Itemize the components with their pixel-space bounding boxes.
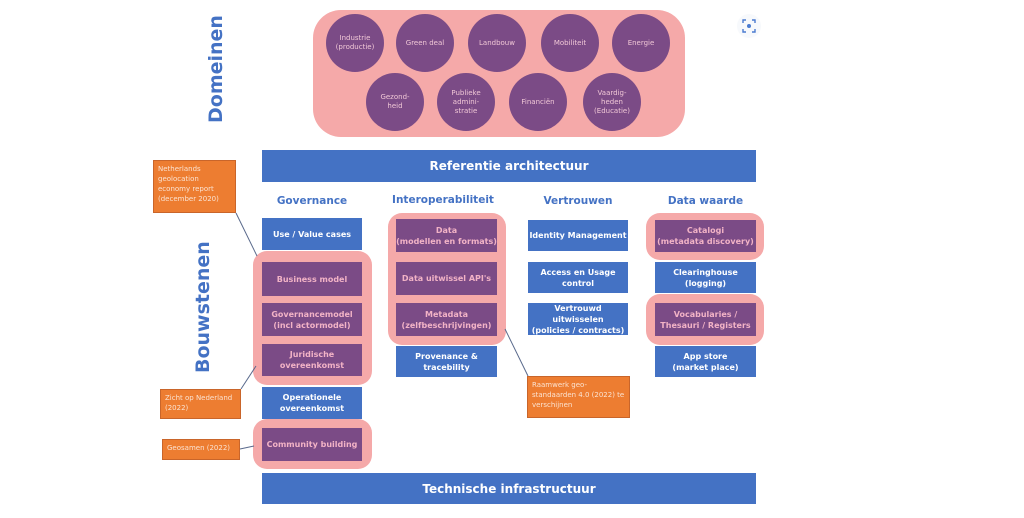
- block-community-building: Community building: [262, 428, 362, 461]
- domain-publieke-administratie: Publieke admini- stratie: [437, 73, 495, 131]
- note-geosamen: Geosamen (2022): [162, 439, 240, 460]
- domain-landbouw: Landbouw: [468, 14, 526, 72]
- column-title-governance: Governance: [276, 195, 348, 207]
- block-identity-management: Identity Management: [528, 220, 628, 251]
- block-data-exchange-apis: Data uitwissel API's: [396, 262, 497, 295]
- block-governancemodel: Governancemodel (incl actormodel): [262, 303, 362, 336]
- block-trusted-exchange: Vertrouwd uitwisselen (policies / contra…: [528, 303, 628, 335]
- technical-infrastructure-bar: Technische infrastructuur: [262, 473, 756, 504]
- note-raamwerk: Raamwerk geo- standaarden 4.0 (2022) te …: [527, 376, 630, 418]
- block-app-store: App store (market place): [655, 346, 756, 377]
- domain-mobiliteit: Mobiliteit: [541, 14, 599, 72]
- reference-architecture-bar: Referentie architectuur: [262, 150, 756, 182]
- block-operationele-overeenkomst: Operationele overeenkomst: [262, 387, 362, 419]
- block-catalogi: Catalogi (metadata discovery): [655, 220, 756, 252]
- block-access-usage-control: Access en Usage control: [528, 262, 628, 293]
- column-title-data-value: Data waarde: [667, 195, 744, 207]
- domain-financien: Financiën: [509, 73, 567, 131]
- domains-label: Domeinen: [205, 15, 227, 123]
- domain-energie: Energie: [612, 14, 670, 72]
- column-title-interoperability: Interoperabiliteit: [392, 194, 494, 206]
- block-clearinghouse: Clearinghouse (logging): [655, 262, 756, 293]
- block-business-model: Business model: [262, 262, 362, 296]
- column-title-trust: Vertrouwen: [543, 195, 613, 207]
- block-data-models-formats: Data (modellen en formats): [396, 219, 497, 252]
- domain-green-deal: Green deal: [396, 14, 454, 72]
- connector-netherlands-report: [235, 212, 258, 257]
- domain-vaardigheden: Vaardig- heden (Educatie): [583, 73, 641, 131]
- visual-search-icon: [742, 19, 756, 33]
- block-juridische-overeenkomst: Juridische overeenkomst: [262, 344, 362, 376]
- connector-geosamen: [239, 445, 255, 450]
- block-vocabularies: Vocabularies / Thesauri / Registers: [655, 303, 756, 336]
- block-metadata: Metadata (zelfbeschrijvingen): [396, 303, 497, 336]
- domain-industrie: Industrie (productie): [326, 14, 384, 72]
- domain-gezondheid: Gezond- heid: [366, 73, 424, 131]
- block-use-value-cases: Use / Value cases: [262, 218, 362, 250]
- building-blocks-label: Bouwstenen: [192, 241, 214, 373]
- connector-raamwerk: [504, 328, 529, 377]
- note-netherlands-report: Netherlands geolocation economy report (…: [153, 160, 236, 213]
- block-provenance-tracebility: Provenance & tracebility: [396, 346, 497, 377]
- note-zicht-op-nederland: Zicht op Nederland (2022): [160, 389, 241, 419]
- visual-search-button[interactable]: [737, 14, 761, 38]
